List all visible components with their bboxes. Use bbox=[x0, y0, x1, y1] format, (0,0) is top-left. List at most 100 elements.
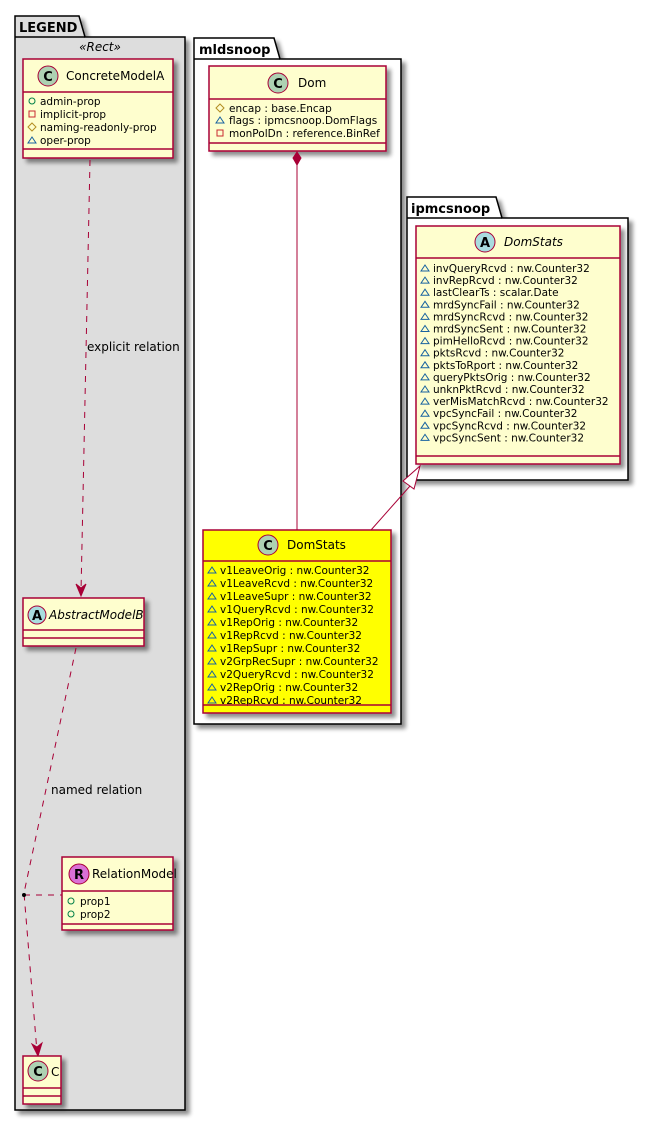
legend-package: LEGEND «Rect» C ConcreteModelA admin-pro… bbox=[14, 15, 186, 1111]
attr-text: v1LeaveOrig : nw.Counter32 bbox=[220, 565, 369, 577]
attr-text: invQueryRcvd : nw.Counter32 bbox=[433, 263, 590, 275]
class-box bbox=[415, 225, 621, 465]
attr-oper-prop: oper-prop bbox=[27, 135, 91, 147]
arrow-head-icon bbox=[75, 583, 87, 598]
class-c-icon-letter: C bbox=[33, 1065, 43, 1080]
public-visibility-icon bbox=[67, 897, 75, 905]
attr-text: unknPktRcvd : nw.Counter32 bbox=[433, 384, 585, 396]
attr-text: vpcSyncSent : nw.Counter32 bbox=[433, 432, 584, 444]
class-c[interactable]: C C bbox=[22, 1055, 62, 1105]
package-visibility-icon bbox=[207, 657, 217, 665]
package-visibility-icon bbox=[207, 592, 217, 600]
attr-text: v1QueryRcvd : nw.Counter32 bbox=[220, 604, 374, 616]
generalization-line bbox=[370, 485, 411, 531]
attr-row: lastClearTs : scalar.Date bbox=[420, 287, 559, 299]
package-visibility-icon bbox=[420, 276, 430, 284]
attr-text: flags : ipmcsnoop.DomFlags bbox=[229, 115, 377, 127]
class-c-icon-letter: C bbox=[273, 77, 283, 92]
named-relation-label: named relation bbox=[51, 783, 142, 797]
attr-encap: encap : base.Encap bbox=[215, 103, 332, 115]
protected-visibility-icon bbox=[27, 122, 37, 132]
class-c-icon bbox=[267, 72, 289, 94]
class-name: Dom bbox=[298, 76, 326, 90]
inheritance-arrow-icon bbox=[402, 464, 421, 490]
generalization-edge[interactable] bbox=[370, 464, 421, 531]
class-name: DomStats bbox=[504, 235, 563, 249]
attr-text: v1RepRcvd : nw.Counter32 bbox=[220, 630, 362, 642]
attr-text: prop1 bbox=[80, 896, 111, 908]
composition-edge[interactable] bbox=[292, 151, 302, 530]
class-name: RelationModel bbox=[92, 867, 177, 881]
class-ipmcsnoop-domstats[interactable]: A DomStats invQueryRcvd : nw.Counter32in… bbox=[415, 225, 621, 465]
class-mldsnoop-dom[interactable]: C Dom encap : base.Encap flags : ipmcsno… bbox=[208, 65, 387, 152]
attr-text: vpcSyncFail : nw.Counter32 bbox=[433, 408, 577, 420]
class-abstract-model-b[interactable]: A AbstractModelB bbox=[22, 597, 145, 647]
attr-text: v1LeaveRcvd : nw.Counter32 bbox=[220, 578, 373, 590]
package-visibility-icon bbox=[207, 605, 217, 613]
mldsnoop-package-title: mldsnoop bbox=[199, 43, 270, 58]
package-visibility-icon bbox=[420, 385, 430, 393]
attr-row: v1RepRcvd : nw.Counter32 bbox=[207, 630, 362, 642]
attr-implicit-prop: implicit-prop bbox=[28, 109, 106, 121]
ipmcsnoop-package-title: ipmcsnoop bbox=[411, 202, 490, 217]
attr-row: pktsToRport : nw.Counter32 bbox=[420, 360, 578, 372]
attr-text: oper-prop bbox=[40, 135, 91, 147]
legend-stereotype: «Rect» bbox=[79, 40, 121, 54]
public-visibility-icon bbox=[28, 97, 36, 105]
package-visibility-icon bbox=[207, 566, 217, 574]
public-visibility-icon bbox=[67, 910, 75, 918]
class-concrete-model-a[interactable]: C ConcreteModelA admin-prop implicit-pro… bbox=[22, 58, 174, 159]
attr-row: mrdSyncFail : nw.Counter32 bbox=[420, 299, 580, 311]
attr-row: v1LeaveSupr : nw.Counter32 bbox=[207, 591, 372, 603]
attr-row: v2GrpRecSupr : nw.Counter32 bbox=[207, 656, 379, 668]
private-visibility-icon bbox=[28, 110, 36, 118]
legend-package-frame bbox=[14, 15, 186, 1111]
relation-r-icon bbox=[68, 863, 90, 885]
attr-naming-readonly-prop: naming-readonly-prop bbox=[27, 122, 157, 134]
attr-text: mrdSyncSent : nw.Counter32 bbox=[433, 324, 586, 336]
attr-text: v1RepSupr : nw.Counter32 bbox=[220, 643, 360, 655]
named-relation-edge[interactable] bbox=[22, 647, 77, 1058]
attr-text: implicit-prop bbox=[40, 109, 106, 121]
package-visibility-icon bbox=[420, 324, 430, 332]
class-c-icon-letter: C bbox=[263, 539, 273, 554]
attr-row: queryPktsOrig : nw.Counter32 bbox=[420, 372, 591, 384]
arrow-head-icon bbox=[30, 1041, 43, 1058]
attr-text: encap : base.Encap bbox=[229, 103, 332, 115]
attr-admin-prop: admin-prop bbox=[28, 96, 101, 108]
attr-text: invRepRcvd : nw.Counter32 bbox=[433, 275, 578, 287]
ipmcsnoop-package: ipmcsnoop A DomStats invQueryRcvd : nw.C… bbox=[406, 196, 629, 481]
package-visibility-icon bbox=[207, 631, 217, 639]
attr-text: pktsRcvd : nw.Counter32 bbox=[433, 348, 564, 360]
attr-row: vpcSyncSent : nw.Counter32 bbox=[420, 432, 584, 444]
attr-row: invRepRcvd : nw.Counter32 bbox=[420, 275, 578, 287]
attr-row: v1RepOrig : nw.Counter32 bbox=[207, 617, 358, 629]
legend-package-title: LEGEND bbox=[19, 21, 78, 36]
attr-row: invQueryRcvd : nw.Counter32 bbox=[420, 263, 590, 275]
attr-row: v1LeaveRcvd : nw.Counter32 bbox=[207, 578, 373, 590]
package-visibility-icon bbox=[420, 397, 430, 405]
attr-row: vpcSyncFail : nw.Counter32 bbox=[420, 408, 577, 420]
attr-text: pimHelloRcvd : nw.Counter32 bbox=[433, 336, 589, 348]
class-c-icon bbox=[27, 1060, 49, 1082]
attr-row: mrdSyncSent : nw.Counter32 bbox=[420, 324, 586, 336]
class-c-icon bbox=[257, 534, 279, 556]
class-relation-model[interactable]: R RelationModel prop1 prop2 bbox=[61, 856, 177, 931]
class-box bbox=[208, 65, 387, 152]
package-visibility-icon bbox=[420, 433, 430, 441]
attr-row: pimHelloRcvd : nw.Counter32 bbox=[420, 336, 589, 348]
protected-visibility-icon bbox=[215, 103, 225, 113]
explicit-relation-edge[interactable] bbox=[75, 159, 91, 598]
attr-text: v1LeaveSupr : nw.Counter32 bbox=[220, 591, 372, 603]
explicit-relation-label: explicit relation bbox=[87, 340, 180, 354]
package-visibility-icon bbox=[420, 409, 430, 417]
package-visibility-icon bbox=[207, 644, 217, 652]
relation-r-icon-letter: R bbox=[74, 868, 84, 883]
attr-row: verMisMatchRcvd : nw.Counter32 bbox=[420, 396, 609, 408]
package-visibility-icon bbox=[420, 372, 430, 381]
package-visibility-icon bbox=[207, 683, 217, 691]
class-mldsnoop-domstats[interactable]: C DomStats v1LeaveOrig : nw.Counter32v1L… bbox=[202, 529, 392, 714]
class-c-icon-letter: C bbox=[43, 70, 53, 85]
